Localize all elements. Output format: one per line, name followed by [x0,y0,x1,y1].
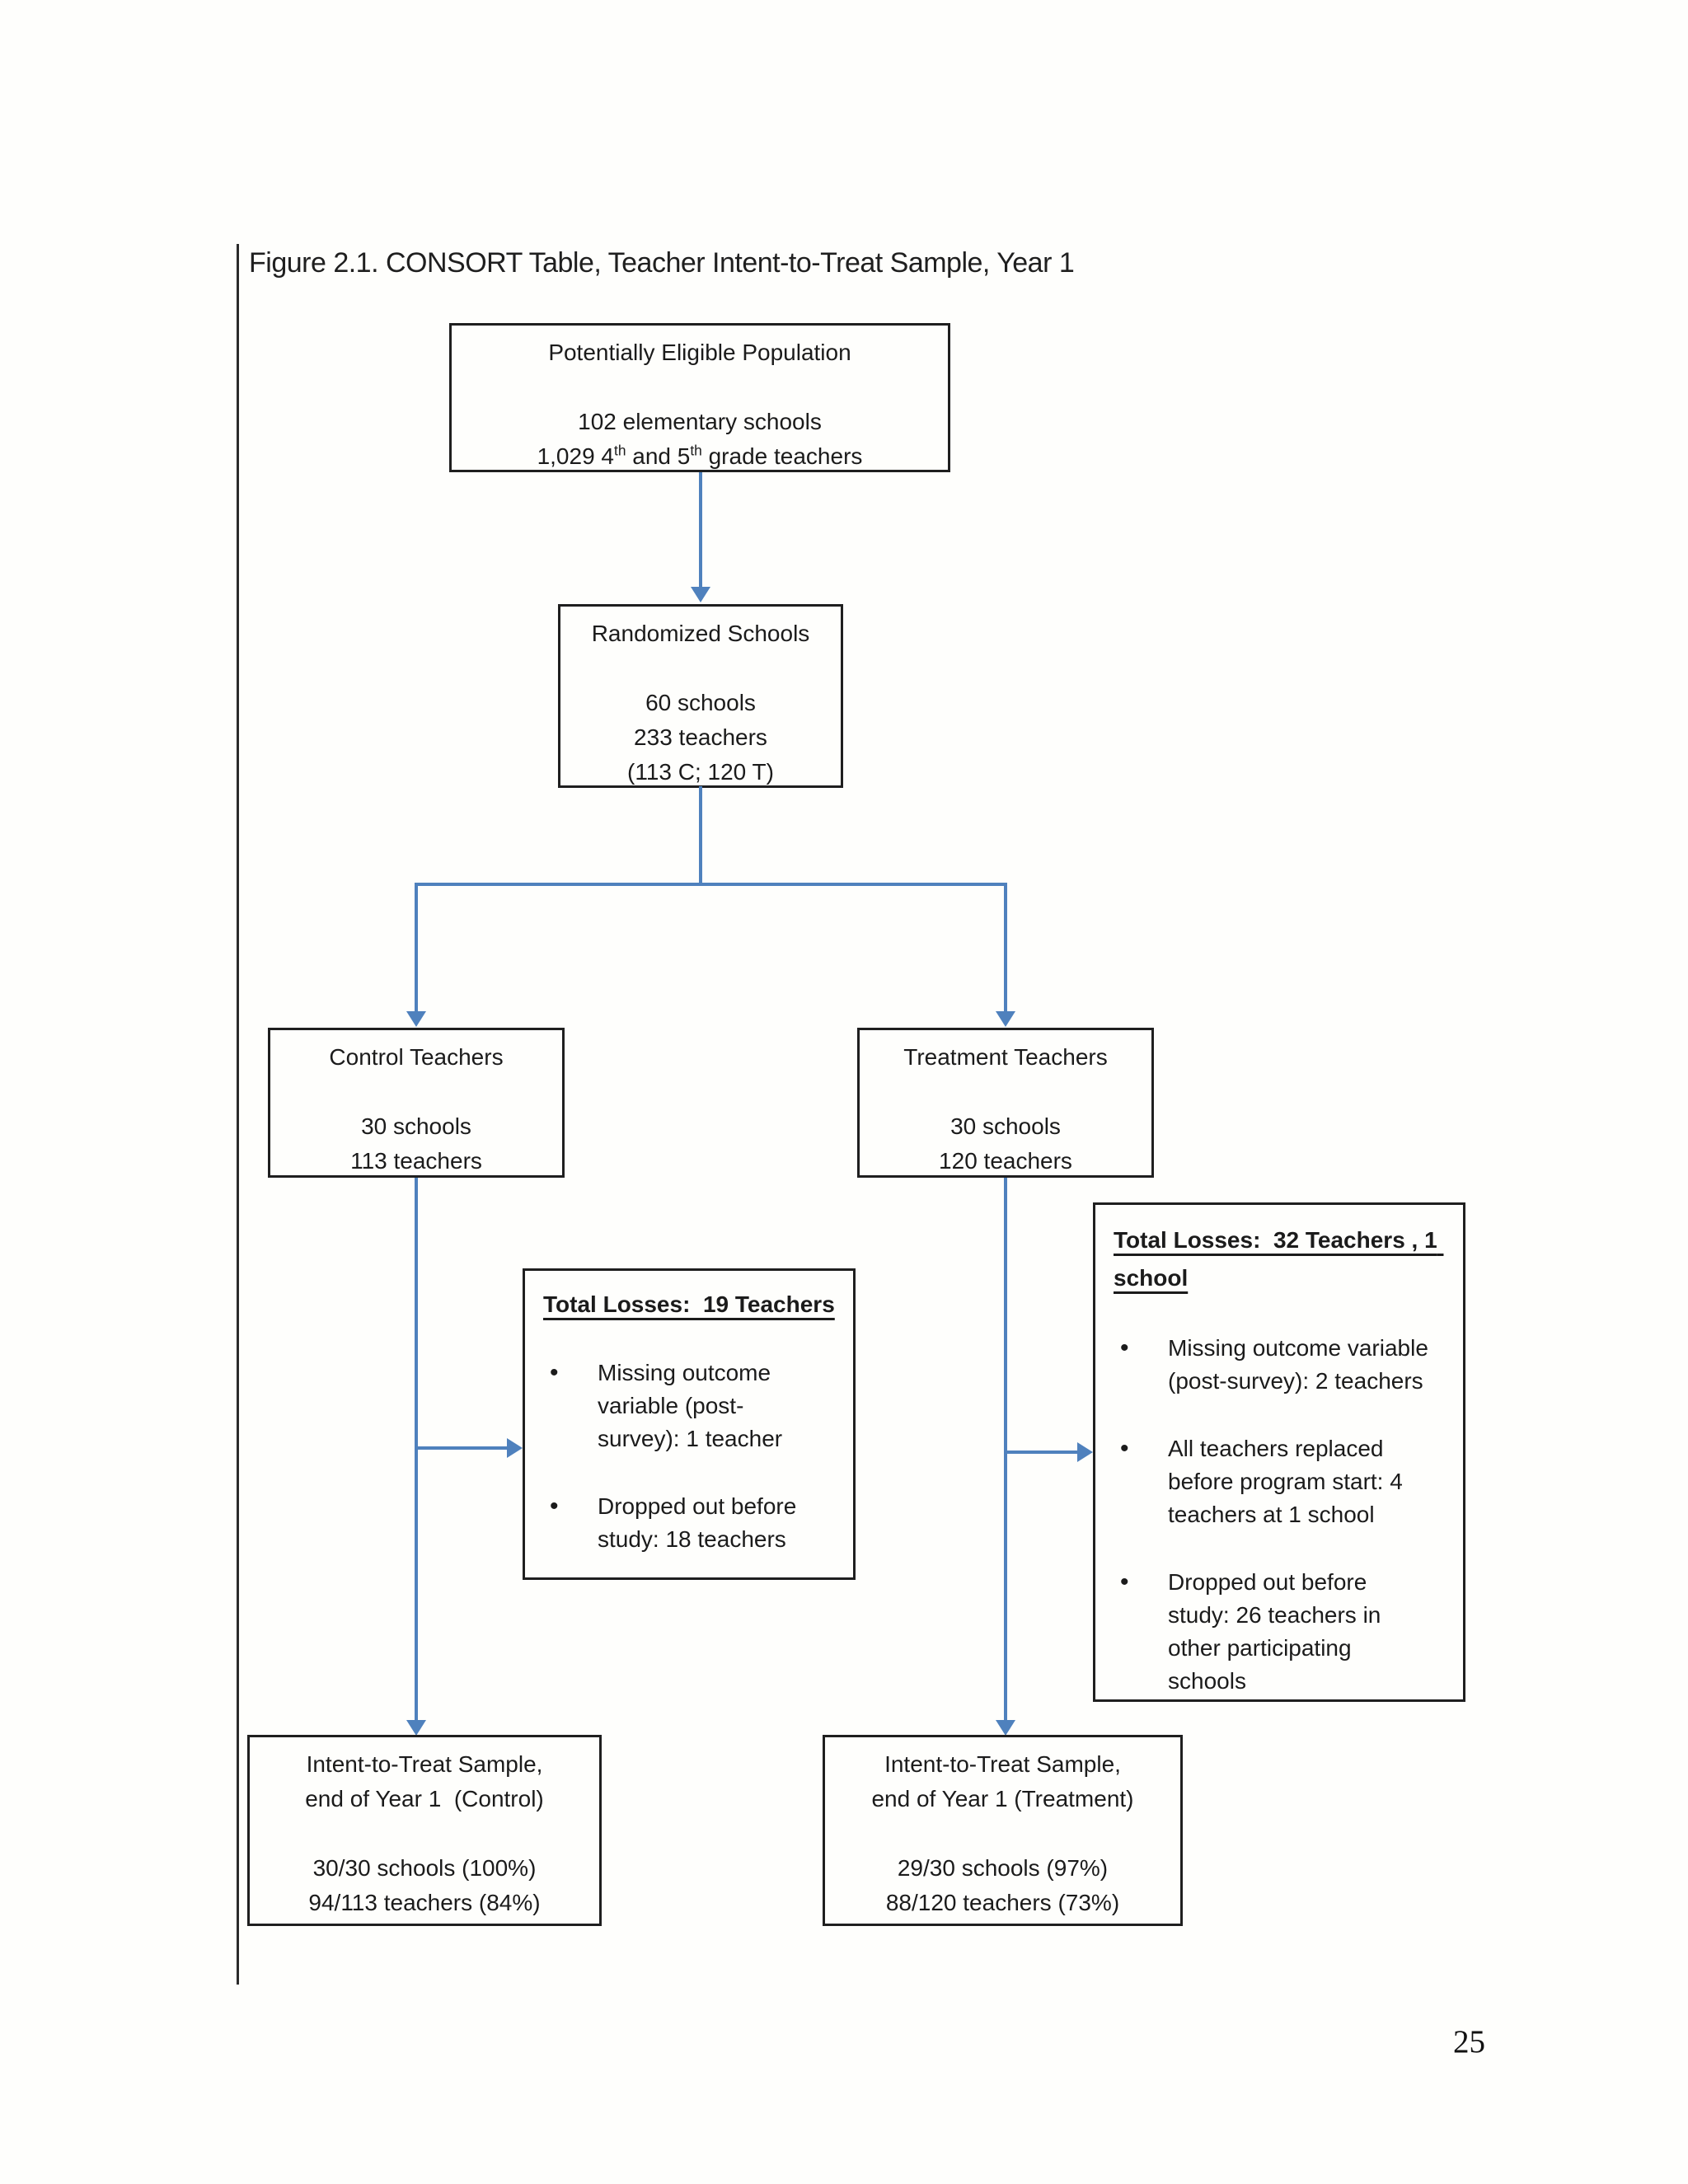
bullet-item: • Dropped out before study: 26 teachers … [1114,1566,1445,1698]
bullet-item: • Dropped out before study: 18 teachers [543,1490,835,1556]
connector-randomized-stem [699,786,702,884]
bullet-text: Missing outcome variable (post-survey): … [598,1360,783,1451]
losses-heading: Total Losses: 32 Teachers , 1 school [1114,1221,1445,1297]
blank-line [560,651,841,686]
bullet-icon: • [1120,1568,1129,1596]
box-line: 29/30 schools (97%) [897,1855,1109,1881]
text-fragment: 1,029 4 [537,443,614,469]
losses-heading: Total Losses: 19 Teachers [543,1287,835,1322]
box-line: 30 schools [361,1113,471,1139]
box-title: Control Teachers [329,1044,504,1070]
connector-treatment-to-itt [1004,1178,1007,1721]
box-itt-sample-control: Intent-to-Treat Sample, end of Year 1 (C… [247,1735,602,1926]
box-line: (113 C; 120 T) [627,759,774,785]
bullet-item: • Missing outcome variable (post-survey)… [543,1357,835,1455]
connector-treatment-to-losses [1006,1451,1078,1454]
box-total-losses-treatment: Total Losses: 32 Teachers , 1 school • M… [1093,1202,1465,1702]
box-line: 60 schools [645,690,756,715]
connector-split-horizontal [415,883,1007,886]
box-randomized-schools: Randomized Schools 60 schools 233 teache… [558,604,843,788]
arrowhead-down [406,1720,426,1736]
box-total-losses-control: Total Losses: 19 Teachers • Missing outc… [523,1268,856,1580]
box-itt-sample-treatment: Intent-to-Treat Sample, end of Year 1 (T… [823,1735,1183,1926]
arrowhead-right [507,1438,523,1458]
superscript: th [690,442,702,459]
arrowhead-right [1077,1442,1093,1462]
box-line: 30 schools [950,1113,1061,1139]
box-control-teachers: Control Teachers 30 schools 113 teachers [268,1028,565,1178]
blank-line [250,1816,599,1851]
box-title: end of Year 1 (Treatment) [871,1786,1134,1811]
connector-control-to-losses [416,1446,507,1450]
box-line: 113 teachers [350,1148,482,1174]
connector-to-control [415,883,418,1012]
bullet-text: All teachers replaced before program sta… [1168,1436,1409,1527]
box-title: Potentially Eligible Population [548,340,851,365]
bullet-text: Dropped out before study: 26 teachers in… [1168,1569,1388,1694]
bullet-item: • Missing outcome variable (post-survey)… [1114,1332,1445,1398]
box-title: Randomized Schools [591,621,810,646]
bullet-icon: • [550,1493,559,1520]
box-potentially-eligible-population: Potentially Eligible Population 102 elem… [449,323,950,472]
losses-heading-text: Total Losses: 32 Teachers , 1 school [1114,1227,1444,1291]
figure-caption: Figure 2.1. CONSORT Table, Teacher Inten… [249,247,1075,279]
blank-line [270,1075,562,1109]
bullet-text: Missing outcome variable (post-survey): … [1168,1335,1435,1394]
box-line: 30/30 schools (100%) [312,1855,537,1881]
arrowhead-down [691,587,710,602]
losses-heading-text: Total Losses: 19 Teachers [543,1291,835,1317]
bullet-item: • All teachers replaced before program s… [1114,1432,1445,1531]
bullet-icon: • [550,1359,559,1386]
arrowhead-down [406,1011,426,1027]
superscript: th [614,442,626,459]
box-treatment-teachers: Treatment Teachers 30 schools 120 teache… [857,1028,1154,1178]
arrowhead-down [996,1720,1015,1736]
box-title: end of Year 1 (Control) [305,1786,544,1811]
bullet-text: Dropped out before study: 18 teachers [598,1493,804,1552]
blank-line [825,1816,1180,1851]
box-title: Treatment Teachers [903,1044,1108,1070]
bullet-icon: • [1120,1334,1129,1361]
box-title: Intent-to-Treat Sample, [884,1751,1121,1777]
connector-to-treatment [1004,883,1007,1012]
text-fragment: and 5 [626,443,691,469]
box-line: 102 elementary schools [578,409,822,434]
box-line: 94/113 teachers (84%) [308,1890,541,1915]
page-number: 25 [1453,2024,1485,2060]
blank-line [860,1075,1151,1109]
box-title: Intent-to-Treat Sample, [306,1751,543,1777]
bullet-icon: • [1120,1435,1129,1462]
figure-left-rule [237,244,239,1985]
box-line: 88/120 teachers (73%) [885,1890,1120,1915]
box-line: 1,029 4th and 5th grade teachers [452,439,948,474]
text-fragment: grade teachers [701,443,863,469]
blank-line [452,370,948,405]
box-line: 120 teachers [939,1148,1072,1174]
box-line: 233 teachers [634,724,767,750]
connector-eligible-to-randomized [699,472,702,588]
arrowhead-down [996,1011,1015,1027]
